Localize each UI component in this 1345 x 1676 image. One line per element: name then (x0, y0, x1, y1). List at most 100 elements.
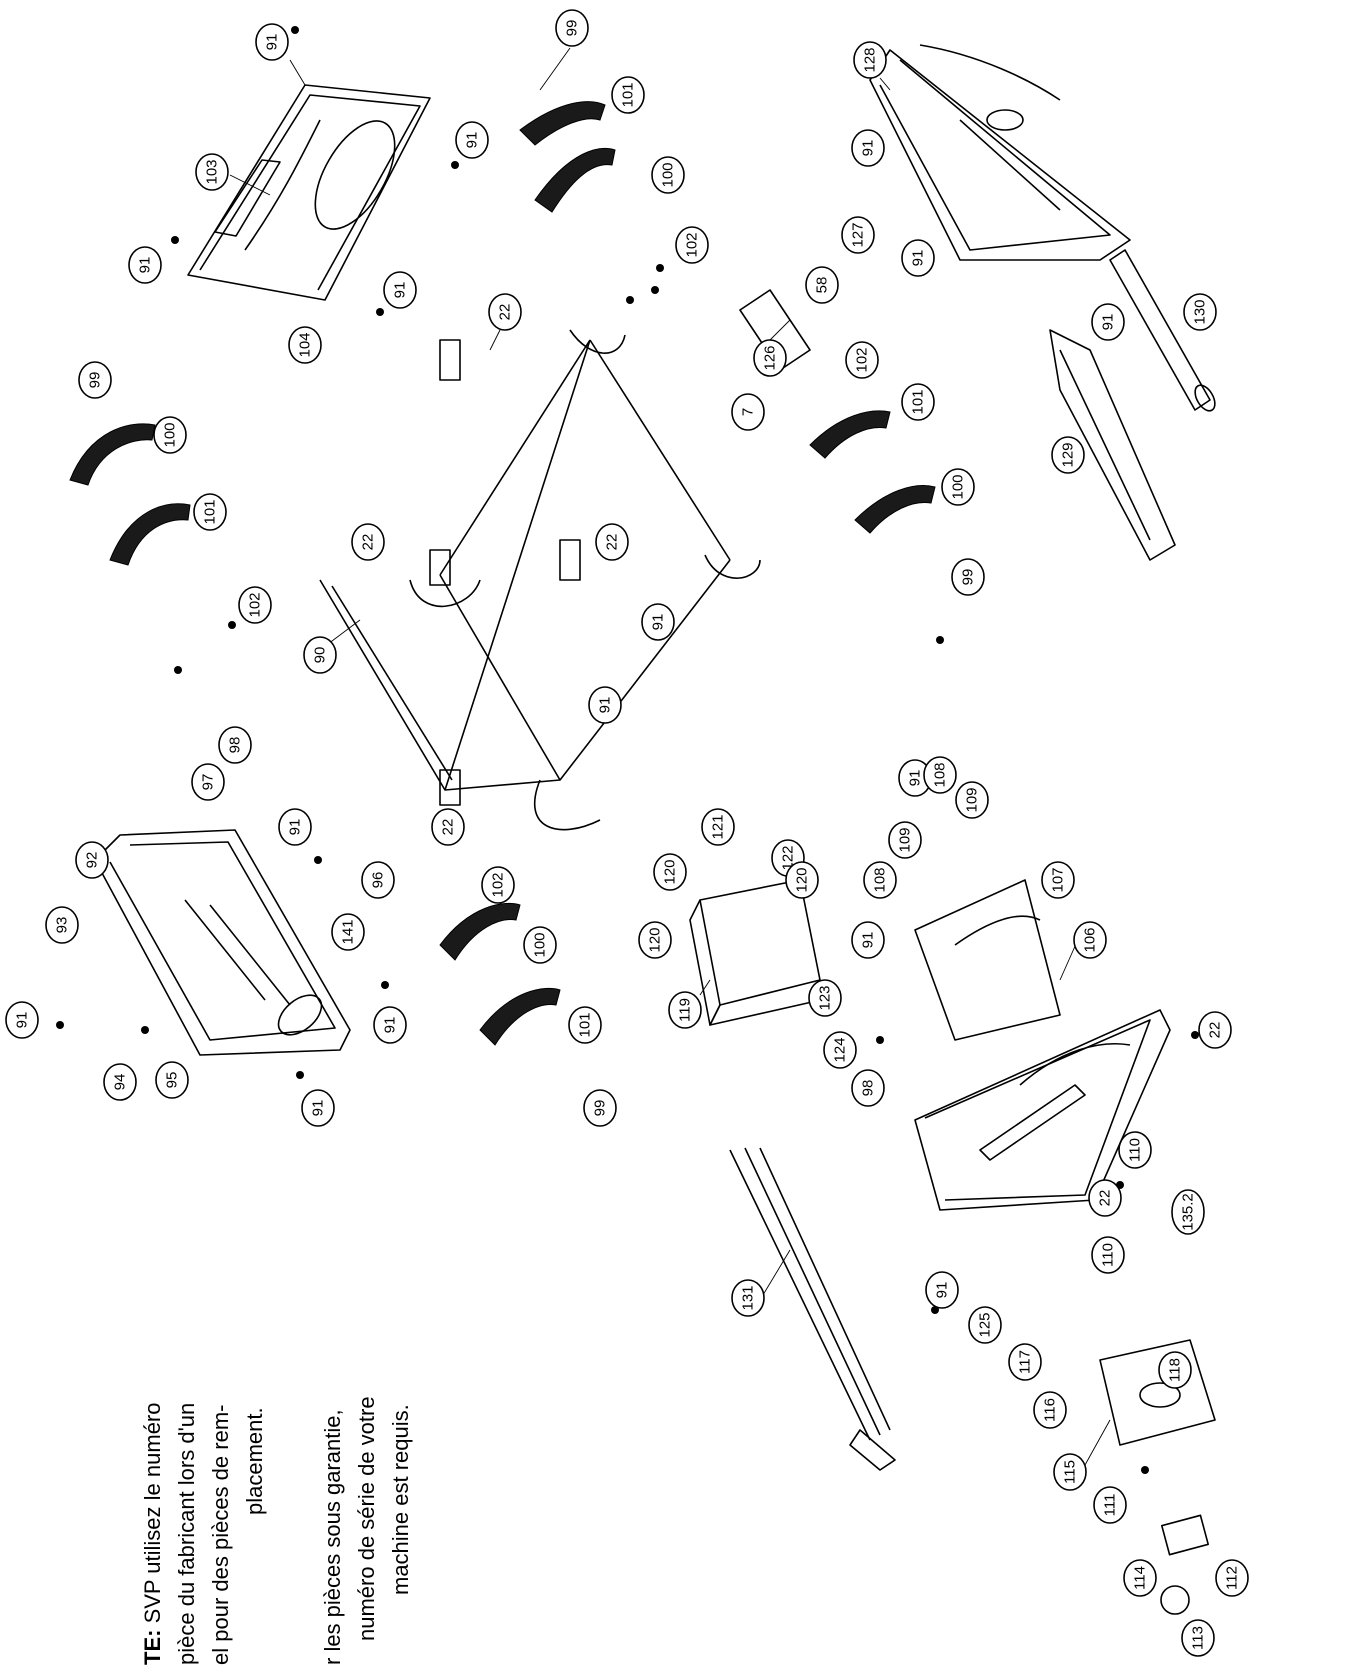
callout-label: 112 (1224, 1566, 1241, 1590)
callout-label: 91 (860, 140, 877, 157)
part-callout-112: 112 (1215, 1559, 1249, 1597)
callout-label: 104 (297, 332, 314, 357)
callout-label: 58 (814, 277, 831, 294)
part-callout-91: 91 (455, 121, 489, 159)
part-callout-91: 91 (901, 239, 935, 277)
note-line-3: el pour des pièces de rem- (208, 1405, 233, 1665)
part-callout-109: 109 (955, 781, 989, 819)
part-callout-91: 91 (851, 129, 885, 167)
callout-label: 22 (604, 534, 621, 551)
callout-label: 108 (872, 867, 889, 892)
part-callout-100: 100 (651, 156, 685, 194)
callout-label: 110 (1100, 1243, 1117, 1267)
part-callout-100: 100 (941, 468, 975, 506)
callout-label: 91 (14, 1012, 31, 1029)
callout-label: 100 (950, 474, 967, 499)
callout-label: 91 (860, 932, 877, 949)
part-callout-123: 123 (808, 979, 842, 1017)
callout-label: 95 (164, 1072, 181, 1089)
part-callout-90: 90 (303, 636, 337, 674)
callout-label: 92 (84, 852, 101, 869)
callout-label: 91 (597, 697, 614, 714)
part-callout-104: 104 (288, 326, 322, 364)
callout-label: 120 (647, 927, 664, 952)
note-line-2: pièce du fabricant lors d'un (174, 1403, 199, 1665)
part-callout-91: 91 (278, 808, 312, 846)
callout-label: 131 (740, 1285, 757, 1310)
part-callout-111: 111 (1093, 1486, 1127, 1524)
callout-label: 116 (1042, 1398, 1059, 1422)
part-callout-102: 102 (481, 866, 515, 904)
parts-note: TE: SVP utilisez le numéro pièce du fabr… (140, 1396, 413, 1665)
callout-label: 129 (1060, 442, 1077, 467)
part-callout-91: 91 (925, 1271, 959, 1309)
part-callout-91: 91 (1091, 303, 1125, 341)
part-callout-58: 58 (805, 266, 839, 304)
callout-label: 22 (360, 534, 377, 551)
part-callout-120: 120 (653, 853, 687, 891)
part-callout-22: 22 (351, 523, 385, 561)
callout-label: 99 (564, 20, 581, 37)
part-callout-120: 120 (638, 921, 672, 959)
part-callout-130: 130 (1183, 293, 1217, 331)
part-callout-121: 121 (701, 808, 735, 846)
part-callout-22: 22 (488, 293, 522, 331)
part-callout-110: 110 (1118, 1131, 1152, 1169)
part-callout-97: 97 (191, 763, 225, 801)
part-callout-91: 91 (851, 921, 885, 959)
part-callout-116: 116 (1033, 1391, 1067, 1429)
callout-label: 124 (832, 1037, 849, 1062)
control-box-119 (689, 879, 821, 1026)
callout-label: 91 (264, 34, 281, 51)
callout-label: 91 (137, 257, 154, 274)
callout-label: 121 (710, 814, 727, 839)
callout-label: 101 (620, 82, 637, 107)
callout-label: 120 (794, 867, 811, 892)
part-callout-91: 91 (641, 603, 675, 641)
callout-label: 22 (1207, 1022, 1224, 1039)
note-line-4: placement. (242, 1407, 267, 1515)
side-panel-103 (187, 84, 431, 301)
callout-label: 22 (497, 304, 514, 321)
callout-label: 91 (910, 250, 927, 267)
part-callout-109: 109 (888, 821, 922, 859)
callout-label: 91 (310, 1100, 327, 1117)
callout-label: 122 (780, 845, 797, 870)
callout-label: 91 (907, 770, 924, 787)
callout-label: 96 (370, 872, 387, 889)
callout-label: 91 (287, 819, 304, 836)
part-callout-22: 22 (431, 808, 465, 846)
side-panel-92 (94, 829, 351, 1056)
part-callout-93: 93 (45, 906, 79, 944)
cover-plate-107 (914, 879, 1061, 1041)
part-callout-22: 22 (1198, 1011, 1232, 1049)
callout-label: 94 (112, 1074, 129, 1091)
note-line-6: numéro de série de votre (354, 1396, 379, 1641)
part-callout-110: 110 (1091, 1236, 1125, 1274)
part-callout-91: 91 (255, 23, 289, 61)
switch-112 (1160, 1514, 1210, 1556)
switch-housing-115 (1099, 1339, 1216, 1446)
callout-label: 90 (312, 647, 329, 664)
part-callout-99: 99 (951, 558, 985, 596)
callout-label: 120 (662, 859, 679, 884)
callout-label: 101 (577, 1012, 594, 1037)
part-callout-96: 96 (361, 861, 395, 899)
callout-label: 119 (677, 998, 694, 1022)
knob-113 (1160, 1585, 1190, 1615)
callout-label: 100 (660, 162, 677, 187)
part-callout-91: 91 (301, 1089, 335, 1127)
callout-label: 100 (162, 422, 179, 447)
part-callout-101: 101 (901, 383, 935, 421)
part-callout-101: 101 (193, 493, 227, 531)
side-panel-106 (914, 1009, 1171, 1211)
part-callout-118: 118 (1158, 1351, 1192, 1389)
callout-label: 141 (340, 919, 357, 944)
callout-label: 126 (762, 345, 779, 370)
part-callout-22: 22 (595, 523, 629, 561)
part-callout-107: 107 (1041, 861, 1075, 899)
part-callout-135-2: 135.2 (1171, 1189, 1205, 1235)
part-callout-7: 7 (731, 393, 765, 431)
part-callout-126: 126 (753, 339, 787, 377)
